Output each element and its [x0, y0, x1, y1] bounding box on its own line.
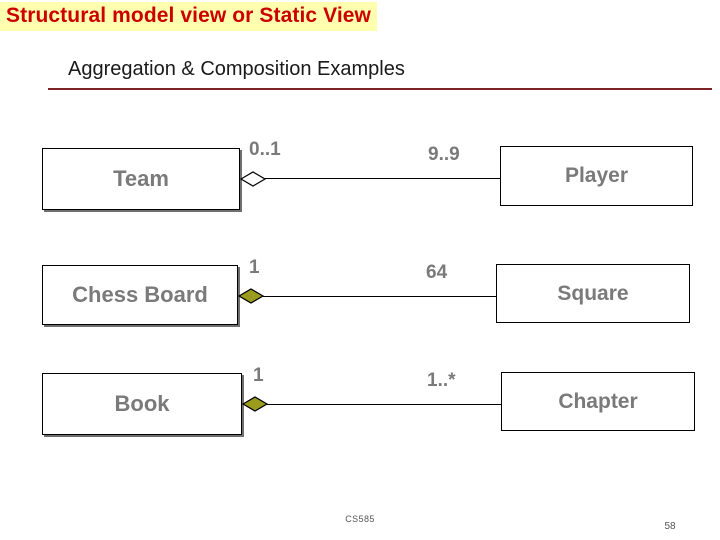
multiplicity-player: 9..9 [428, 144, 460, 165]
multiplicity-chapter: 1..* [427, 370, 456, 391]
association-line-chessboard-square [263, 296, 497, 297]
multiplicity-book: 1 [253, 365, 264, 386]
footer-course-label: CS585 [345, 514, 375, 524]
slide-subtitle: Aggregation & Composition Examples [68, 58, 405, 80]
multiplicity-square: 64 [426, 262, 448, 283]
association-line-book-chapter [267, 404, 502, 405]
association-line-team-player [265, 178, 501, 179]
class-box-chess-board[interactable]: Chess Board [42, 265, 238, 325]
aggregation-diamond-icon [239, 171, 267, 187]
footer-page-number: 58 [664, 521, 676, 532]
multiplicity-chess-board: 1 [249, 257, 260, 278]
class-box-square[interactable]: Square [496, 264, 690, 323]
slide-title: Structural model view or Static View [0, 2, 377, 32]
multiplicity-team: 0..1 [249, 139, 281, 160]
class-box-player[interactable]: Player [500, 146, 693, 206]
class-box-chapter[interactable]: Chapter [501, 372, 695, 431]
composition-diamond-icon [237, 288, 265, 304]
composition-diamond-icon [241, 396, 269, 412]
class-box-team[interactable]: Team [42, 148, 240, 210]
class-box-book[interactable]: Book [42, 373, 242, 435]
title-divider-rule [48, 88, 712, 90]
